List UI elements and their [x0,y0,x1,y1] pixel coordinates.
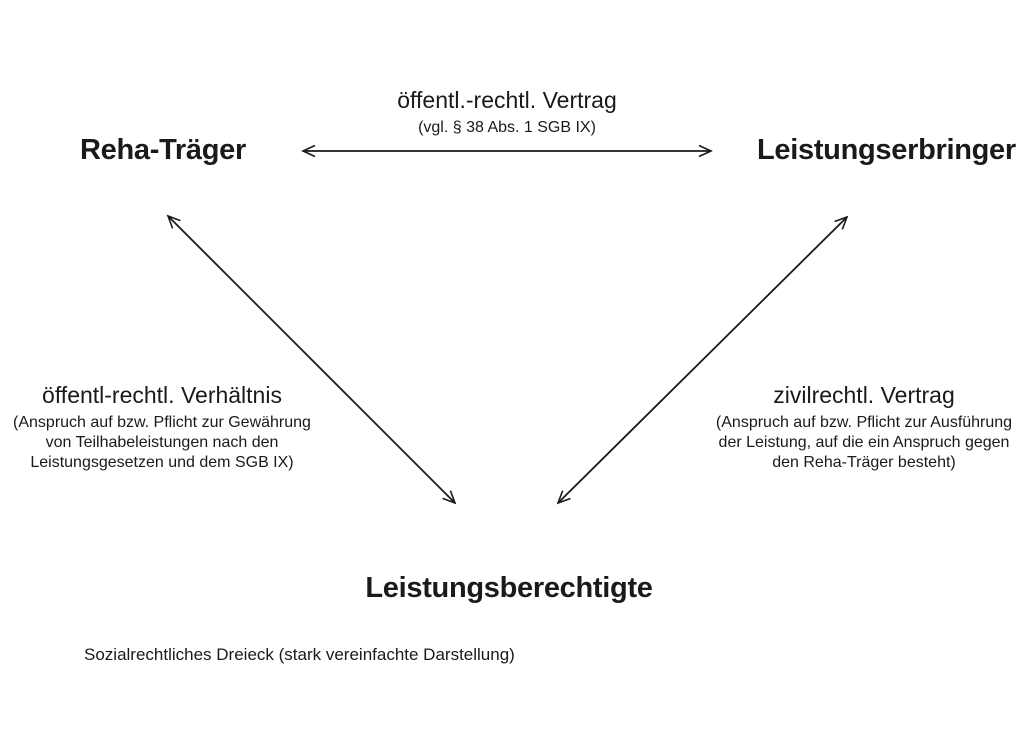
edge-right-note-line: (Anspruch auf bzw. Pflicht zur Ausführun… [715,414,1013,431]
edge-right-note-line: den Reha-Träger besteht) [772,454,956,471]
diagram-caption: Sozialrechtliches Dreieck (stark vereinf… [84,645,515,664]
edge-right-title: zivilrechtl. Vertrag [773,382,955,408]
edge-left-title: öffentl-rechtl. Verhältnis [42,382,282,408]
node-leistungserbringer: Leistungserbringer [757,134,1016,166]
edge-left-note-line: von Teilhabeleistungen nach den [45,434,279,451]
double-arrow-left-diagonal [166,214,457,505]
edge-top-note: (vgl. § 38 Abs. 1 SGB IX) [418,119,596,136]
edge-right-note-line: der Leistung, auf die ein Anspruch gegen [718,434,1010,451]
edge-label-left: öffentl-rechtl. Verhältnis (Anspruch auf… [2,381,322,473]
double-arrow-right-diagonal [556,215,849,505]
node-reha-traeger: Reha-Träger [80,134,246,166]
node-leistungsberechtigte: Leistungsberechtigte [365,572,653,604]
edge-left-note-line: Leistungsgesetzen und dem SGB IX) [30,454,294,471]
edge-label-top: öffentl.-rechtl. Vertrag (vgl. § 38 Abs.… [257,86,757,138]
edge-left-note-line: (Anspruch auf bzw. Pflicht zur Gewährung [13,414,311,431]
edge-top-title: öffentl.-rechtl. Vertrag [397,87,617,113]
edge-label-right: zivilrechtl. Vertrag (Anspruch auf bzw. … [704,381,1024,473]
